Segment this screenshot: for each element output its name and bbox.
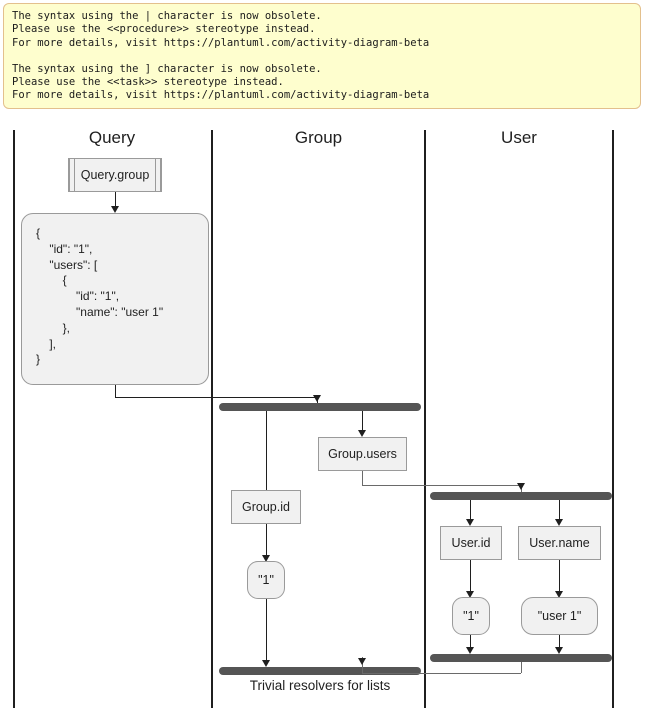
- edge-user-join-exit-down: [521, 662, 522, 673]
- lane-divider-query-group: [211, 130, 213, 708]
- edge-group-id-to-result: [266, 524, 267, 558]
- node-group-users[interactable]: Group.users: [318, 437, 407, 471]
- warning-line: Please use the <<task>> stereotype inste…: [12, 76, 284, 89]
- edge-user-name-result-to-join: [559, 635, 560, 651]
- edge-user-fork-to-user-name: [559, 500, 560, 522]
- node-user-name[interactable]: User.name: [518, 526, 601, 560]
- arrowhead-icon: [110, 206, 119, 213]
- edge-group-fork-to-group-id: [266, 411, 267, 495]
- arrowhead-icon: [357, 430, 366, 437]
- arrowhead-icon: [312, 395, 321, 402]
- lane-title-group: Group: [294, 128, 343, 147]
- node-group-id-result[interactable]: "1": [247, 561, 285, 599]
- arrowhead-icon: [357, 658, 366, 665]
- node-query-json[interactable]: { "id": "1", "users": [ { "id": "1", "na…: [21, 213, 209, 385]
- lane-divider-group-user: [424, 130, 426, 708]
- arrowhead-icon: [516, 483, 525, 490]
- lane-divider-right: [612, 130, 614, 708]
- join-bar-user: [430, 654, 612, 662]
- fork-bar-user: [430, 492, 612, 500]
- node-query-group[interactable]: Query.group: [68, 158, 162, 192]
- edge-json-to-group-fork: [115, 397, 317, 398]
- arrowhead-icon: [261, 660, 270, 667]
- edge-group-users-exit-down: [362, 471, 363, 485]
- diagram-caption: Trivial resolvers for lists: [249, 678, 391, 693]
- arrowhead-icon: [554, 591, 563, 598]
- edge-group-result-to-join: [266, 599, 267, 663]
- node-user-id-result[interactable]: "1": [452, 597, 490, 635]
- node-user-name-result[interactable]: "user 1": [521, 597, 598, 635]
- lane-title-user: User: [501, 128, 537, 147]
- node-user-id[interactable]: User.id: [440, 526, 502, 560]
- edge-user-name-to-result: [559, 560, 560, 594]
- node-group-id[interactable]: Group.id: [231, 490, 301, 524]
- arrowhead-icon: [554, 519, 563, 526]
- join-bar-group: [219, 667, 421, 675]
- warning-line: For more details, visit https://plantuml…: [12, 89, 430, 102]
- warning-line: The syntax using the | character is now …: [12, 10, 322, 22]
- edge-user-join-to-group-join: [362, 673, 521, 674]
- edge-user-id-result-to-join: [470, 635, 471, 651]
- edge-group-users-to-user-fork: [362, 485, 521, 486]
- lane-title-query: Query: [88, 128, 136, 147]
- arrowhead-icon: [261, 555, 270, 562]
- warning-line: The syntax using the ] character is now …: [12, 62, 322, 75]
- warning-line: For more details, visit https://plantuml…: [12, 36, 430, 49]
- edge-query-group-to-json: [115, 192, 116, 208]
- warning-line: Please use the <<procedure>> stereotype …: [12, 23, 316, 36]
- arrowhead-icon: [465, 647, 474, 654]
- arrowhead-icon: [465, 591, 474, 598]
- edge-into-group-fork: [317, 397, 318, 407]
- edge-json-exit-down: [115, 385, 116, 397]
- fork-bar-group: [219, 403, 421, 411]
- activity-diagram: Query Group User Query.group { "id": "1"…: [0, 112, 650, 715]
- edge-into-group-join: [362, 657, 363, 673]
- warning-spacer: [12, 50, 632, 63]
- edge-user-id-to-result: [470, 560, 471, 594]
- edge-user-fork-to-user-id: [470, 500, 471, 522]
- arrowhead-icon: [554, 647, 563, 654]
- arrowhead-icon: [465, 519, 474, 526]
- edge-group-fork-to-group-users: [362, 411, 363, 433]
- lane-divider-left: [13, 130, 15, 708]
- plantuml-warning-banner: The syntax using the | character is now …: [3, 3, 641, 109]
